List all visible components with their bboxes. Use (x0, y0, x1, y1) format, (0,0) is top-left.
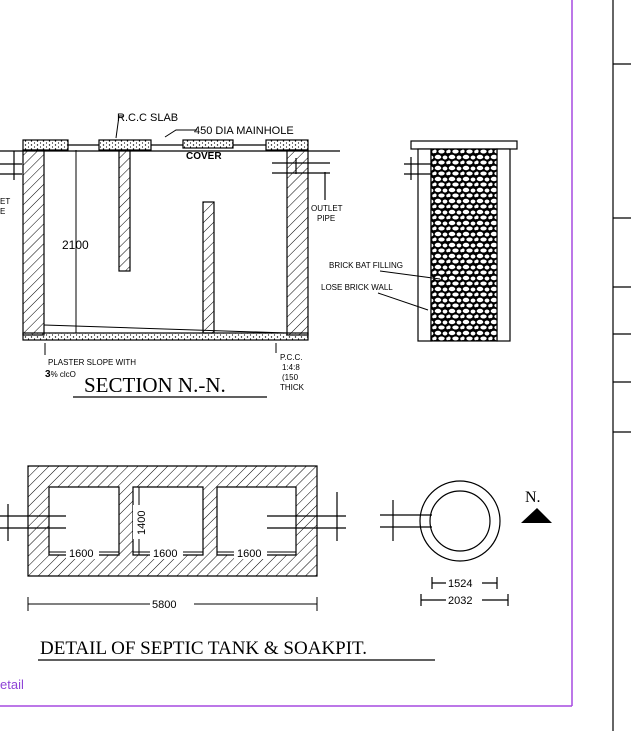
section-title: SECTION N.-N. (84, 373, 226, 397)
soakpit-section: BRICK BAT FILLING LOSE BRICK WALL (321, 140, 518, 342)
lose-brick-label: LOSE BRICK WALL (321, 283, 393, 292)
soakpit-inner-dim: 1524 (448, 578, 472, 590)
plaster-label-1: PLASTER SLOPE WITH (48, 358, 136, 367)
pcc-label-4: THICK (280, 383, 305, 392)
left-wall (22, 149, 45, 336)
inlet-pipe (0, 151, 22, 180)
inlet-pipe-label-2: E (0, 207, 5, 216)
width-dim: 1400 (136, 511, 148, 535)
chamber-2-dim: 1600 (153, 548, 177, 560)
detail-title: DETAIL OF SEPTIC TANK & SOAKPIT. (40, 638, 367, 659)
north-arrow (521, 508, 552, 523)
pcc-label-1: P.C.C. (280, 353, 303, 362)
baffle-wall-2 (202, 201, 215, 334)
plan-walls (27, 465, 318, 577)
mainhole-label: 450 DIA MAINHOLE (194, 125, 294, 137)
plaster-label-2: 3% clcO (45, 369, 76, 380)
right-wall (286, 149, 309, 336)
north-label: N. (525, 489, 541, 506)
soakpit-cover-slab (410, 140, 518, 150)
soakpit-plan: 1524 2032 N. (380, 480, 552, 607)
brick-bat-label: BRICK BAT FILLING (329, 261, 403, 270)
rcc-slab-middle (98, 139, 152, 151)
depth-label: 2100 (62, 238, 89, 252)
chamber-1-dim: 1600 (69, 548, 93, 560)
cover-label: COVER (186, 151, 222, 162)
brick-bat-filling (430, 148, 498, 342)
baffle-wall-1 (118, 149, 131, 272)
sheet-label: etail (0, 677, 24, 692)
section-view: 2100 R.C.C SLAB 450 DIA MAINHOLE COVER E… (0, 112, 343, 398)
pcc-floor (22, 332, 309, 341)
rcc-slab-left (22, 139, 69, 151)
inlet-pipe-label-1: ET (0, 197, 10, 206)
pcc-label-3: (150 (282, 373, 299, 382)
plan-view: 1600 1600 1600 1400 5800 (0, 465, 346, 611)
outlet-pipe-label-1: OUTLET (311, 204, 343, 213)
rcc-slab-label: R.C.C SLAB (117, 112, 178, 124)
chamber-3-dim: 1600 (237, 548, 261, 560)
manhole-cover (182, 139, 234, 149)
rcc-slab-right (265, 139, 309, 151)
soakpit-outer-dim: 2032 (448, 595, 472, 607)
pcc-label-2: 1:4:8 (282, 363, 300, 372)
total-length-dim: 5800 (152, 599, 176, 611)
title-block (612, 0, 631, 731)
outlet-pipe-label-2: PIPE (317, 214, 335, 223)
